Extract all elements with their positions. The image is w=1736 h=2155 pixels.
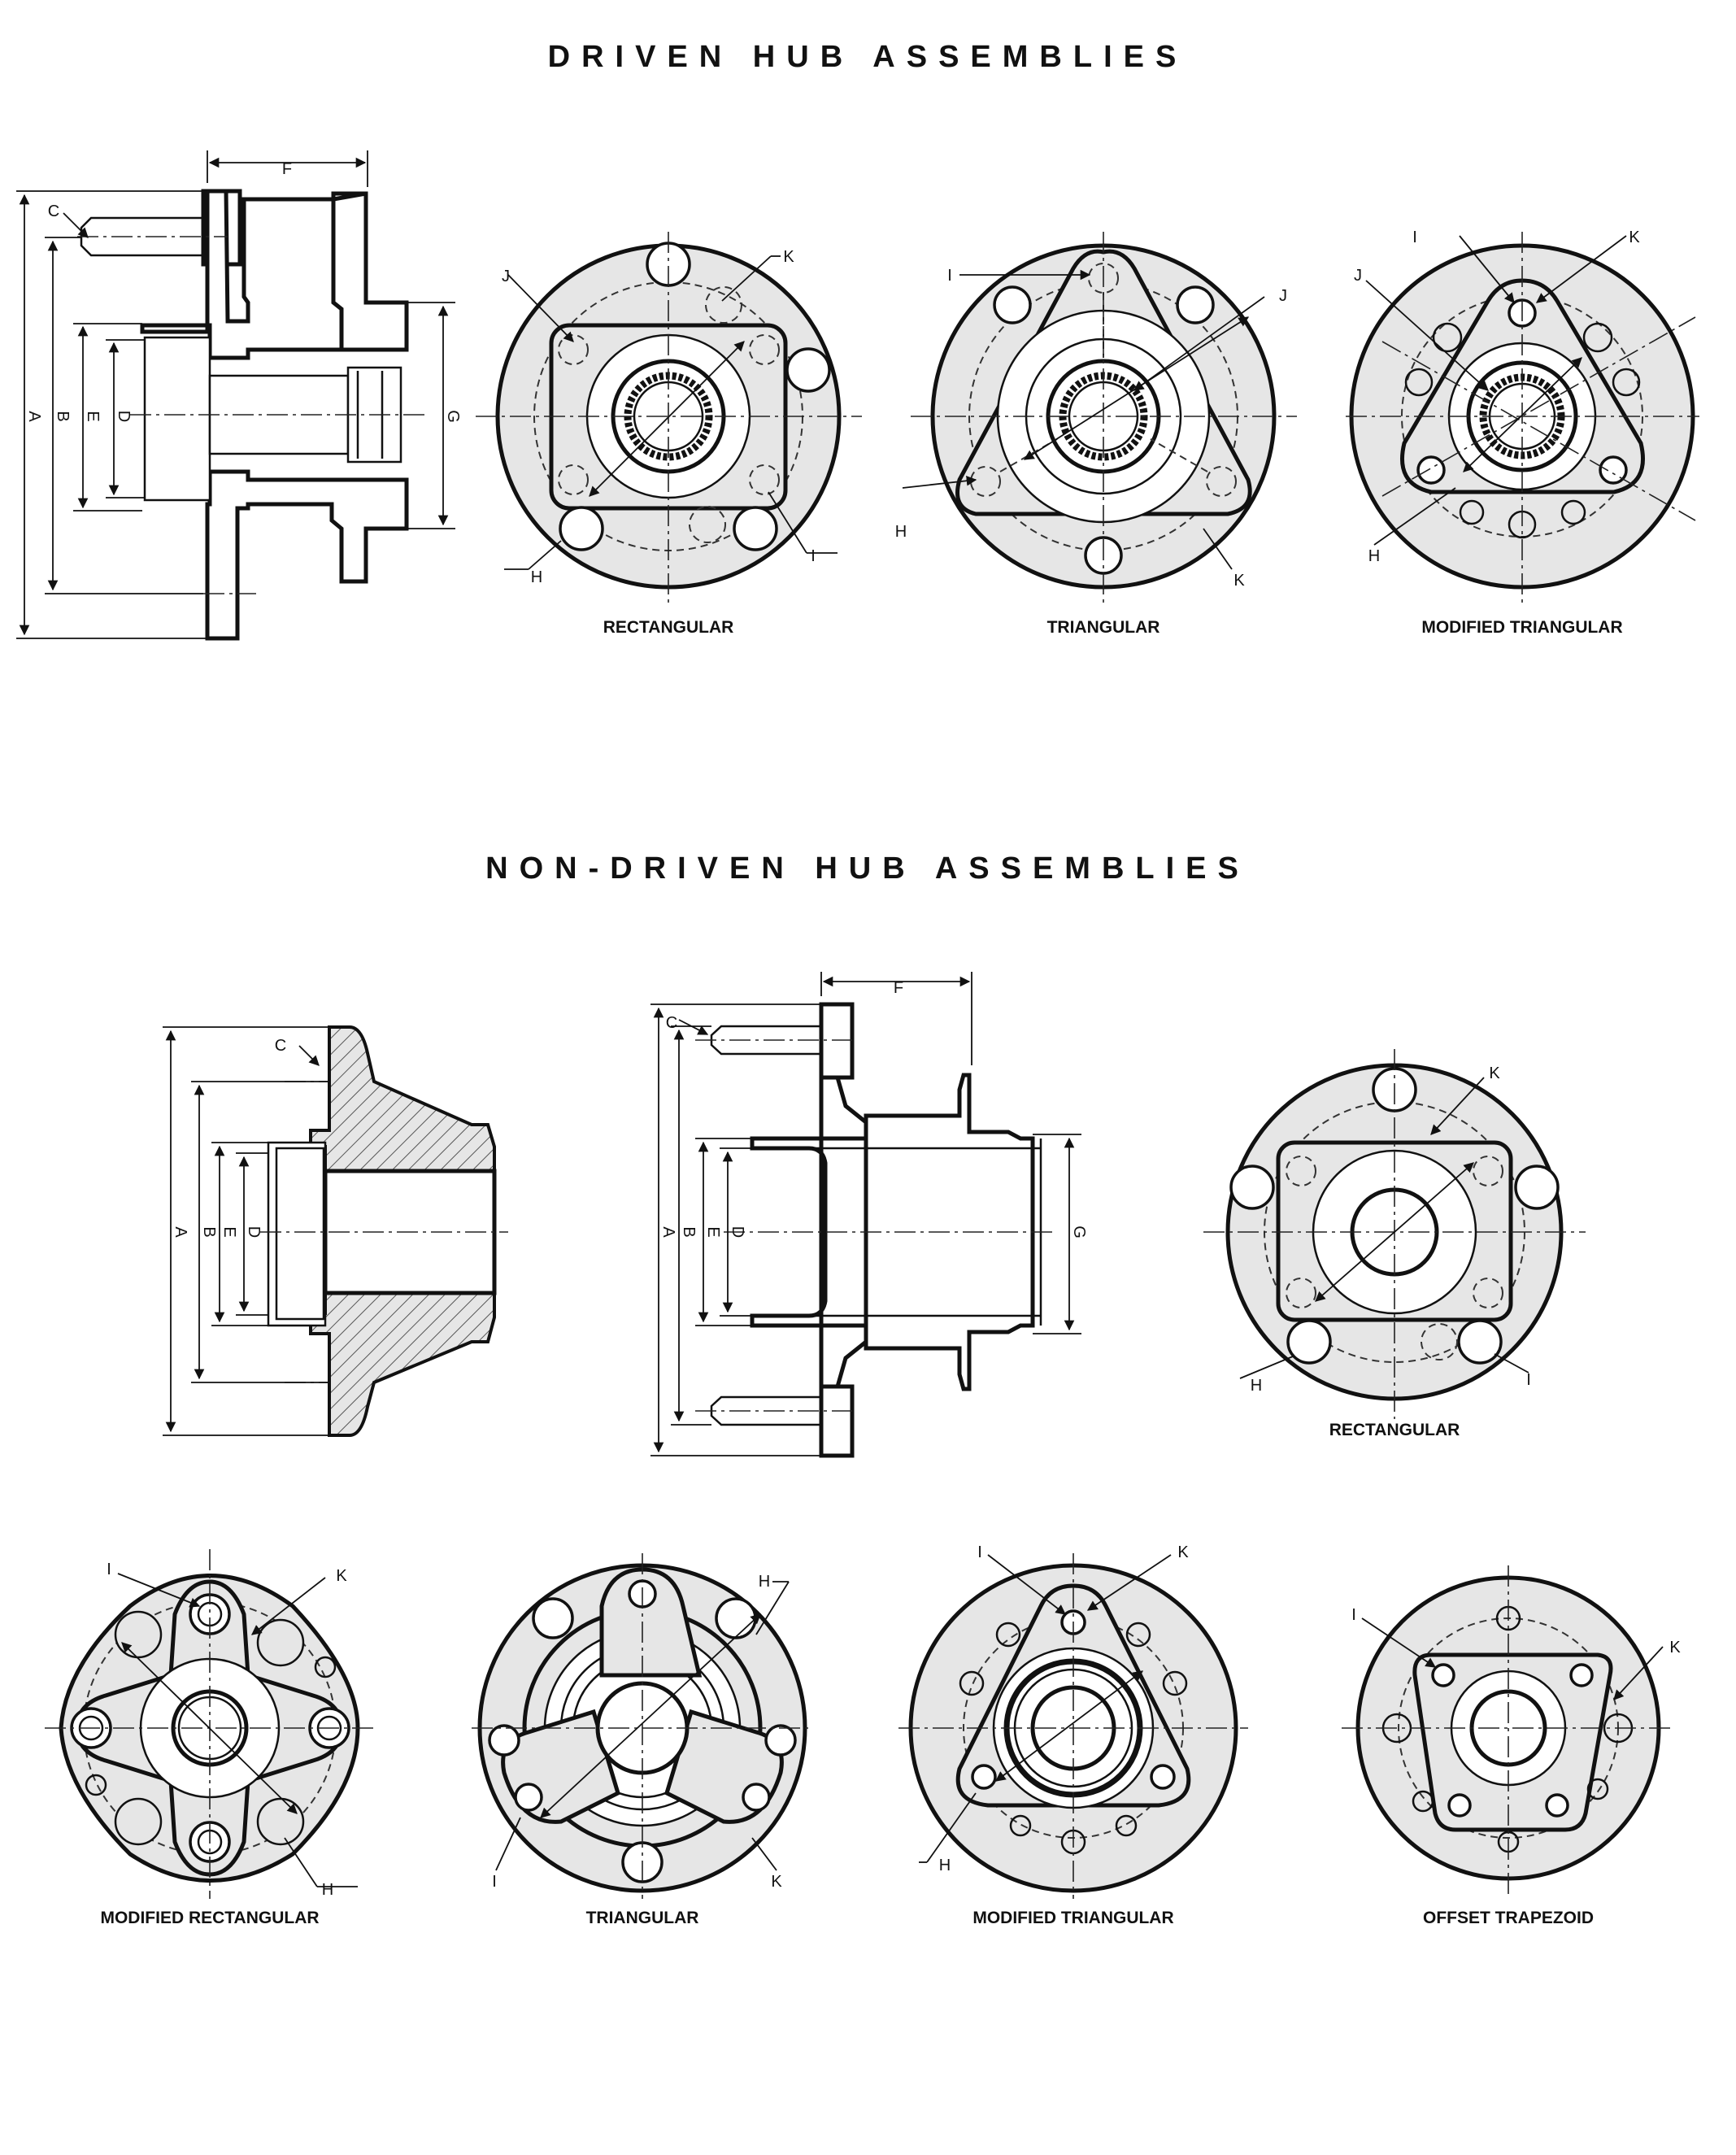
nd-side-label-g: G	[1070, 1226, 1088, 1239]
driven-mtri-j: J	[1354, 267, 1362, 285]
nd-side-label-a: A	[659, 1226, 677, 1238]
driven-rect-j: J	[502, 268, 510, 285]
driven-label-a: A	[25, 411, 43, 422]
nd-mtri-k: K	[1177, 1543, 1189, 1561]
driven-rect-k: K	[783, 248, 794, 266]
nd-rect-caption: RECTANGULAR	[1329, 1421, 1460, 1439]
driven-mtri-k: K	[1629, 229, 1640, 246]
nd-side-label-c: C	[666, 1014, 677, 1032]
nd-modified-triangular-face: I K H MODIFIED TRIANGULAR	[898, 1543, 1248, 1927]
nd-tri-k: K	[771, 1873, 782, 1891]
driven-heading: DRIVEN HUB ASSEMBLIES	[548, 40, 1188, 74]
nd-rect-i: I	[1526, 1371, 1531, 1389]
nd-rectangular-face: K H I RECTANGULAR	[1203, 1049, 1586, 1439]
nd-mtri-h: H	[939, 1857, 951, 1874]
driven-rect-h: H	[531, 568, 542, 586]
driven-tri-j: J	[1279, 287, 1287, 305]
nd-side-label-d: D	[729, 1226, 746, 1238]
nd-side-label-e: E	[704, 1226, 722, 1237]
nd-side-label-f: F	[894, 979, 903, 997]
driven-rectangular-face: J K I H RECTANGULAR	[476, 232, 862, 637]
driven-rect-caption: RECTANGULAR	[603, 618, 734, 637]
driven-modified-triangular-face: I K J H MODIFIED TRIANGULAR	[1346, 229, 1699, 637]
non-driven-heading: NON-DRIVEN HUB ASSEMBLIES	[485, 851, 1250, 886]
driven-tri-i: I	[947, 267, 952, 285]
nd-mtri-caption: MODIFIED TRIANGULAR	[972, 1909, 1173, 1927]
nd-mrect-k: K	[336, 1567, 347, 1585]
driven-triangular-face: I J H K TRIANGULAR	[895, 232, 1297, 637]
driven-tri-caption: TRIANGULAR	[1047, 618, 1160, 637]
nd-sec-label-d: D	[245, 1226, 263, 1238]
nd-tri-caption: TRIANGULAR	[586, 1909, 699, 1927]
nd-mrect-h: H	[322, 1881, 333, 1899]
driven-mtri-i: I	[1412, 229, 1417, 246]
driven-rect-i: I	[811, 547, 816, 565]
nd-trap-i: I	[1351, 1606, 1356, 1624]
driven-tri-k: K	[1233, 572, 1245, 590]
driven-hub-side-view: A B E D G F C	[16, 150, 462, 641]
nd-sec-label-b: B	[200, 1226, 218, 1237]
driven-tri-h: H	[895, 523, 907, 541]
non-driven-section-view: A B E D C	[163, 1025, 508, 1437]
nd-side-label-b: B	[680, 1226, 698, 1237]
nd-tri-i: I	[492, 1873, 497, 1891]
nd-trap-k: K	[1669, 1639, 1681, 1657]
driven-label-b: B	[54, 411, 72, 421]
driven-label-d: D	[115, 411, 133, 422]
driven-label-c: C	[48, 202, 59, 220]
nd-triangular-face: H I K TRIANGULAR	[472, 1553, 813, 1927]
nd-mtri-i: I	[977, 1543, 982, 1561]
nd-sec-label-e: E	[220, 1226, 238, 1237]
nd-trap-caption: OFFSET TRAPEZOID	[1423, 1909, 1594, 1927]
driven-mtri-h: H	[1368, 547, 1380, 565]
non-driven-side-view: A B E D G F C	[650, 972, 1088, 1458]
driven-mtri-caption: MODIFIED TRIANGULAR	[1421, 618, 1622, 637]
driven-label-g: G	[444, 410, 462, 423]
driven-label-e: E	[84, 411, 102, 421]
nd-sec-label-c: C	[275, 1037, 286, 1055]
nd-sec-label-a: A	[172, 1226, 189, 1238]
nd-modified-rectangular-face: I K H MODIFIED RECTANGULAR	[45, 1549, 374, 1927]
nd-rect-h: H	[1251, 1377, 1262, 1395]
nd-rect-k: K	[1489, 1064, 1500, 1082]
nd-mrect-caption: MODIFIED RECTANGULAR	[100, 1909, 319, 1927]
nd-tri-h: H	[759, 1573, 770, 1591]
nd-offset-trapezoid-face: I K OFFSET TRAPEZOID	[1342, 1565, 1681, 1927]
nd-mrect-i: I	[107, 1561, 111, 1578]
driven-label-f: F	[282, 160, 292, 178]
